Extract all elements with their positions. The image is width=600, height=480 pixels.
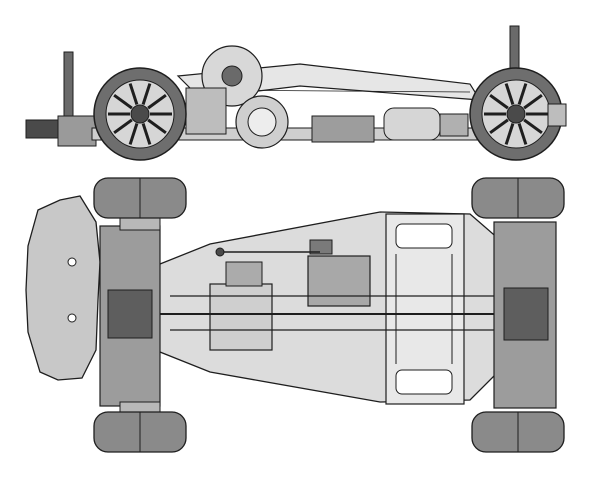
spur-gear-hub: [221, 65, 243, 87]
esc-top: [307, 255, 371, 307]
wing-mount-hole-2: [67, 313, 77, 323]
motor-mount: [185, 87, 227, 135]
side-front-wheel: [469, 67, 563, 161]
front-gear-diff: [503, 287, 549, 341]
wheel-spoke: [517, 83, 528, 105]
wheel-spoke: [141, 83, 152, 105]
wheel-spoke: [147, 118, 167, 135]
wheel-rear-right: [93, 411, 187, 453]
receiver-top: [309, 239, 333, 255]
wheel-spoke: [113, 93, 133, 110]
wing-mount-hole-1: [67, 257, 77, 267]
battery-cutout-bottom: [395, 369, 453, 395]
servo-link-end: [215, 247, 225, 257]
rear-bumper-mount: [57, 115, 97, 147]
side-view: [25, 25, 567, 161]
wheel-spoke: [147, 93, 167, 110]
wheel-spoke: [504, 123, 515, 145]
wheel-spoke: [128, 123, 139, 145]
motor-can-inner: [247, 107, 277, 137]
rear-bumper: [25, 119, 61, 139]
rear-wing: [25, 195, 101, 381]
wheel-front-left: [471, 177, 565, 219]
wheel-spoke: [113, 118, 133, 135]
wheel-spoke: [504, 83, 515, 105]
wheel-spoke: [489, 118, 509, 135]
wheel-front-right: [471, 411, 565, 453]
esc-block: [311, 115, 375, 143]
wheel-spoke: [141, 123, 152, 145]
wheel-spoke: [523, 93, 543, 110]
wheel-spoke: [523, 118, 543, 135]
motor-top: [209, 283, 273, 351]
wheel-rear-left: [93, 177, 187, 219]
front-bumper: [547, 103, 567, 127]
top-view: [25, 177, 565, 453]
side-rear-wheel: [93, 67, 187, 161]
wheel-spoke: [489, 93, 509, 110]
battery-cutout-top: [395, 223, 453, 249]
front-wheel-spokes: [484, 83, 548, 145]
battery-side: [383, 107, 441, 141]
receiver-block: [439, 113, 469, 137]
gearbox-top: [225, 261, 263, 287]
rear-wheel-spokes: [108, 83, 172, 145]
wheel-spoke: [128, 83, 139, 105]
wheel-spoke: [517, 123, 528, 145]
rear-gear-diff: [107, 289, 153, 339]
